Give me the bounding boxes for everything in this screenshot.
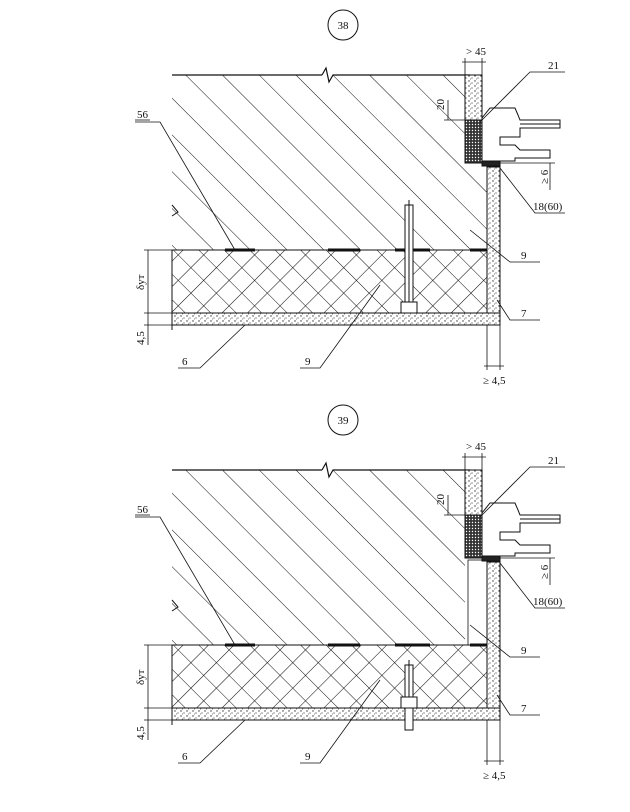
insulation-layer	[171, 644, 488, 709]
label-7: 7	[521, 308, 527, 320]
window-frame	[464, 469, 561, 562]
plaster-bottom	[171, 707, 501, 721]
label-7: 7	[521, 703, 527, 715]
dimension-4-5: 4,5	[135, 726, 147, 740]
break-line	[321, 461, 470, 479]
detail-number: 39	[338, 415, 350, 427]
dimension-4-5: 4,5	[135, 331, 147, 345]
dimension-insulation-thickness: δут	[135, 669, 147, 685]
label-56: 56	[137, 504, 149, 516]
plaster-bottom	[171, 312, 501, 326]
plaster-side	[486, 561, 501, 709]
label-9-right: 9	[521, 645, 527, 657]
dimension-20: 20	[435, 99, 447, 111]
dimension-lines	[144, 58, 555, 370]
plaster-side	[486, 166, 501, 314]
label-18-60: 18(60)	[533, 201, 563, 213]
label-21: 21	[548, 455, 559, 467]
anchor-dowel	[400, 200, 418, 314]
dimension-20: 20	[435, 494, 447, 506]
concrete-wall-hatch	[172, 470, 465, 645]
leader-lines	[135, 466, 565, 764]
dimension-lines	[144, 453, 555, 765]
dimension-ge4-5: ≥ 4,5	[483, 770, 506, 782]
break-mark	[171, 599, 179, 612]
dimension-ge6: ≥ 6	[539, 169, 551, 184]
detail-number-circle	[327, 9, 359, 41]
label-18-60: 18(60)	[533, 596, 563, 608]
window-frame	[464, 74, 561, 167]
break-line	[321, 66, 470, 84]
label-9-right: 9	[521, 250, 527, 262]
leader-lines	[135, 71, 565, 369]
concrete-wall-hatch	[172, 75, 465, 250]
detail-number: 38	[338, 20, 350, 32]
label-9-bottom: 9	[305, 356, 311, 368]
dimension-gt45: > 45	[466, 441, 486, 453]
label-6: 6	[182, 356, 188, 368]
break-mark	[171, 204, 179, 217]
detail-39: 39 > 45 20 ≥ 6	[135, 404, 565, 782]
dimension-ge4-5: ≥ 4,5	[483, 375, 506, 387]
label-6: 6	[182, 751, 188, 763]
detail-38: 38 > 45 20 ≥ 6	[135, 9, 565, 387]
label-21: 21	[548, 60, 559, 72]
label-56: 56	[137, 109, 149, 121]
label-9-bottom: 9	[305, 751, 311, 763]
anchor-dowel	[400, 660, 418, 731]
dimension-insulation-thickness: δут	[135, 274, 147, 290]
dimension-gt45: > 45	[466, 46, 486, 58]
insulation-layer	[171, 249, 488, 314]
dimension-ge6: ≥ 6	[539, 564, 551, 579]
detail-number-circle	[327, 404, 359, 436]
